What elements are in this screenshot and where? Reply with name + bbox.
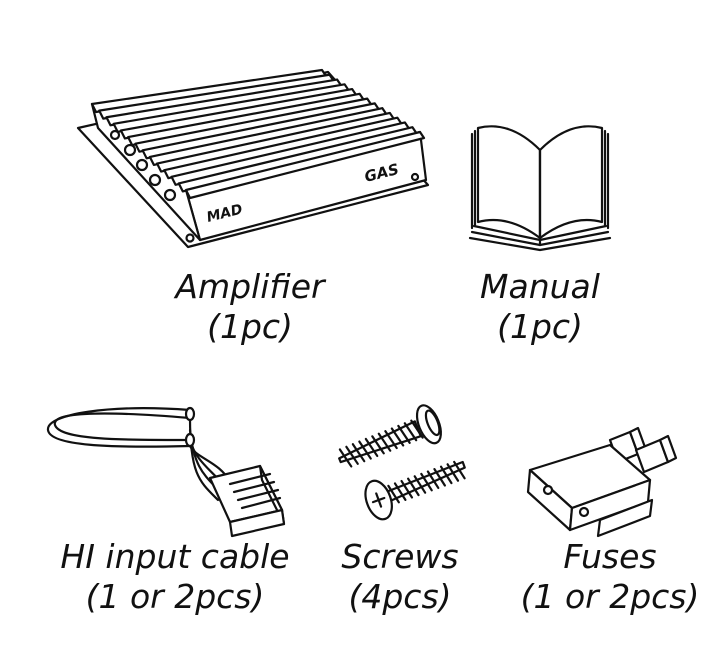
item-name: Manual: [480, 267, 600, 306]
caption-amplifier: Amplifier (1pc): [150, 267, 350, 347]
item-name: Fuses: [563, 537, 657, 576]
caption-screws: Screws (4pcs): [330, 537, 470, 617]
item-qty: (1pc): [497, 307, 583, 346]
item-name: Screws: [341, 537, 459, 576]
item-name: HI input cable: [60, 537, 290, 576]
caption-cable: HI input cable (1 or 2pcs): [45, 537, 305, 617]
caption-fuses: Fuses (1 or 2pcs): [500, 537, 720, 617]
item-name: Amplifier: [175, 267, 325, 306]
brand-right-label: GAS: [363, 160, 401, 186]
item-qty: (1pc): [207, 307, 293, 346]
caption-manual: Manual (1pc): [440, 267, 640, 347]
brand-left-label: MAD: [205, 202, 244, 226]
item-qty: (1 or 2pcs): [85, 577, 265, 616]
item-qty: (1 or 2pcs): [520, 577, 700, 616]
item-qty: (4pcs): [348, 577, 452, 616]
